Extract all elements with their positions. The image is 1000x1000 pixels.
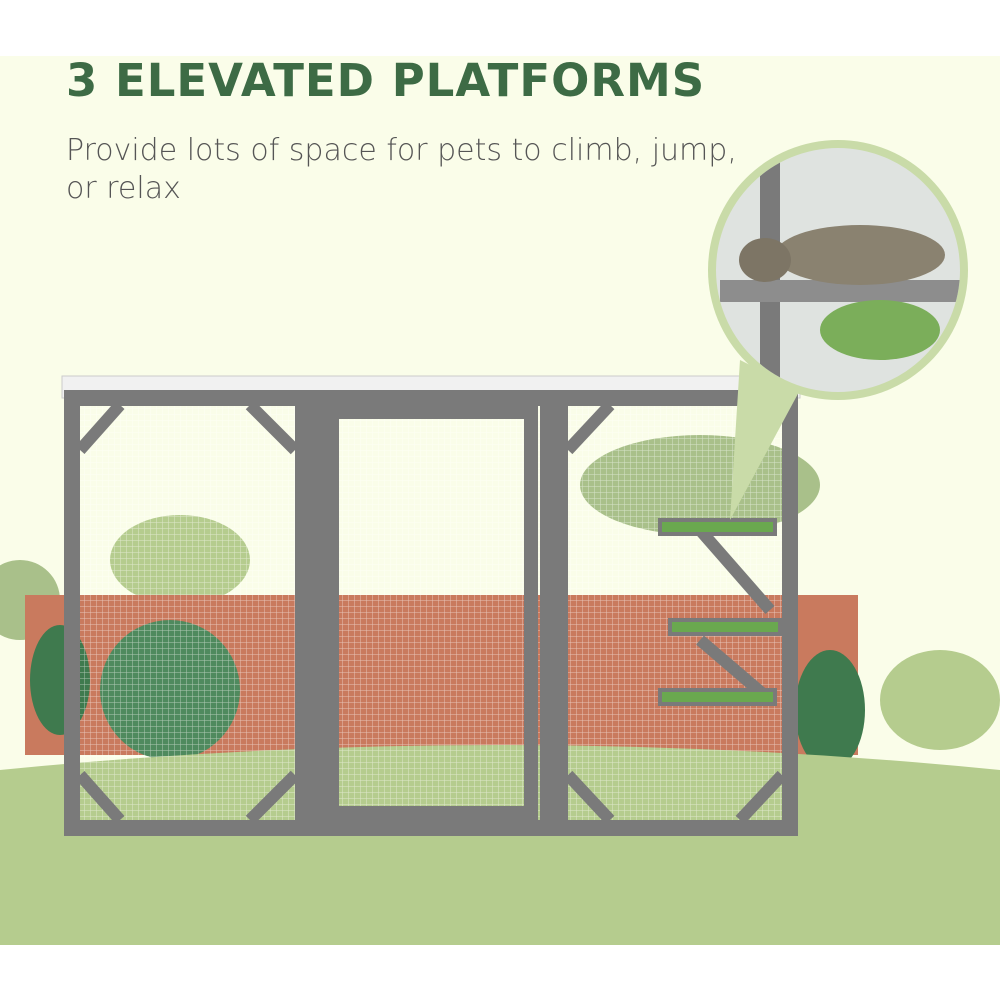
feature-description: Provide lots of space for pets to climb,… xyxy=(66,133,737,206)
page-title: 3 ELEVATED PLATFORMS xyxy=(66,54,706,107)
catio-frame xyxy=(61,375,801,836)
cat-photo xyxy=(716,148,960,392)
elevated-platforms xyxy=(658,518,782,706)
callout-pointer xyxy=(730,360,800,520)
